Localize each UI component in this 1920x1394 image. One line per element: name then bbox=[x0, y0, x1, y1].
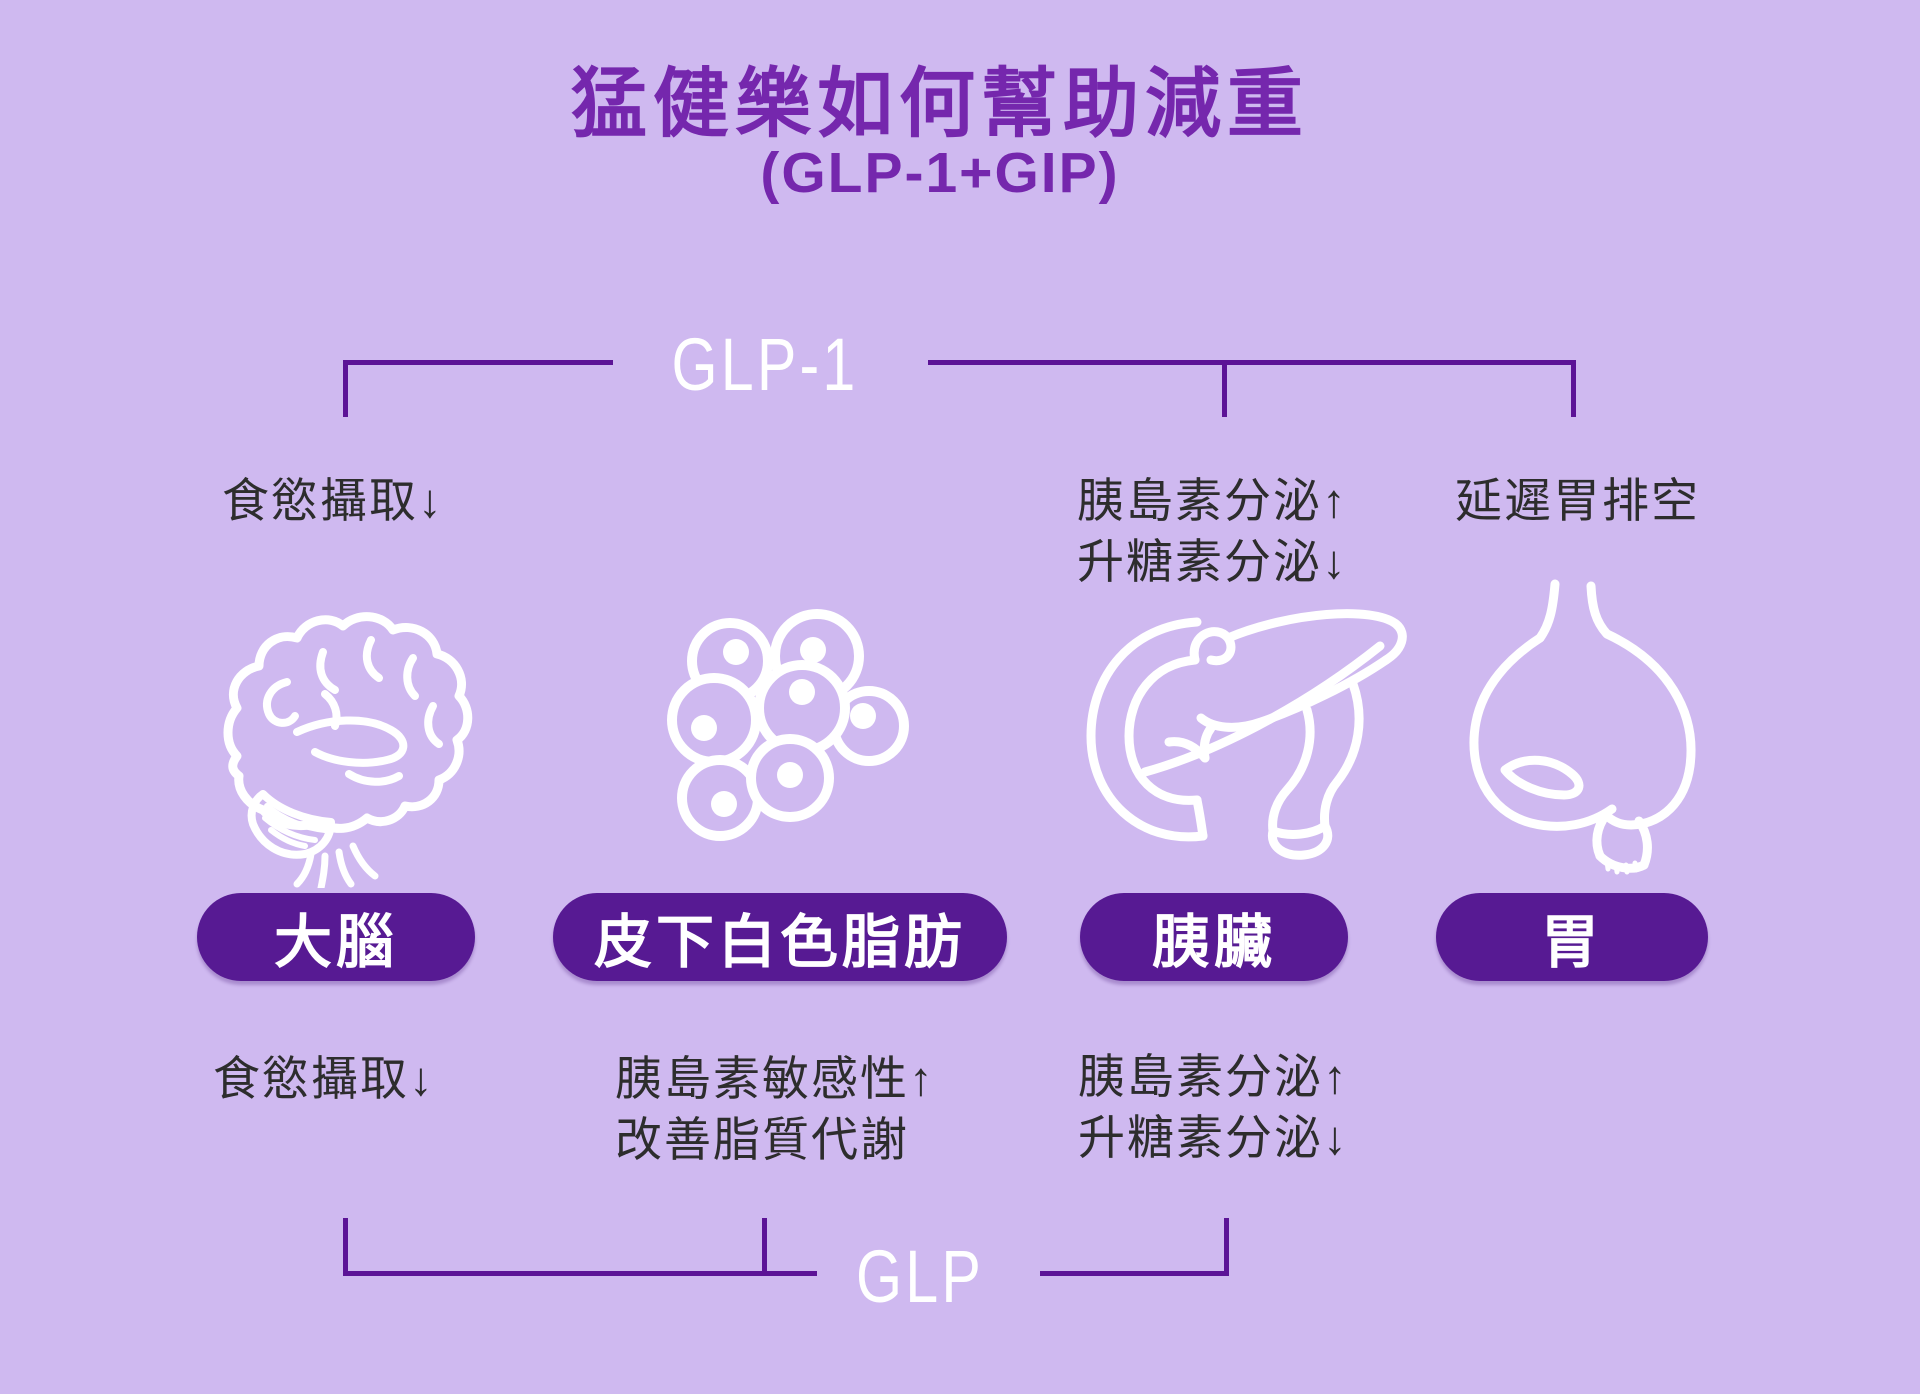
page-title: 猛健樂如何幫助減重 bbox=[571, 62, 1309, 147]
pancreas-pill: 胰臟 bbox=[1080, 893, 1348, 981]
brain-pill: 大腦 bbox=[197, 893, 475, 981]
glp-bracket-rise-fat bbox=[762, 1218, 767, 1276]
glp1-bracket-drop-stomach bbox=[1571, 360, 1576, 417]
glp-bracket-line-right bbox=[1040, 1271, 1229, 1276]
pancreas-icon bbox=[1086, 609, 1407, 860]
glp1-bracket-drop-pancreas bbox=[1222, 360, 1227, 417]
pancreas-effect-bottom: 胰島素分泌↑ 升糖素分泌↓ bbox=[1078, 1050, 1349, 1164]
glp-bracket-line-left bbox=[343, 1271, 817, 1276]
glp1-bracket-line-right bbox=[928, 360, 1576, 365]
glp1-label: GLP-1 bbox=[671, 323, 859, 406]
fat-cells-icon bbox=[667, 609, 909, 841]
fat-pill: 皮下白色脂肪 bbox=[553, 893, 1007, 981]
glp-bracket-rise-pancreas bbox=[1224, 1218, 1229, 1276]
stomach-effect-top: 延遲胃排空 bbox=[1455, 474, 1700, 527]
brain-effect-top: 食慾攝取↓ bbox=[222, 474, 444, 527]
glp1-bracket-line-left bbox=[343, 360, 613, 365]
glp-label: GLP bbox=[855, 1235, 985, 1318]
brain-effect-bottom: 食慾攝取↓ bbox=[213, 1052, 435, 1105]
stomach-pill: 胃 bbox=[1436, 893, 1708, 981]
page-subtitle: (GLP-1+GIP) bbox=[760, 141, 1120, 205]
pancreas-effect-top: 胰島素分泌↑ 升糖素分泌↓ bbox=[1077, 474, 1348, 588]
stomach-icon bbox=[1469, 579, 1696, 875]
glp-bracket-rise-brain bbox=[343, 1218, 348, 1276]
brain-icon bbox=[223, 612, 473, 888]
fat-effect-bottom: 胰島素敏感性↑ 改善脂質代謝 bbox=[615, 1052, 935, 1166]
glp1-bracket-drop-brain bbox=[343, 360, 348, 417]
